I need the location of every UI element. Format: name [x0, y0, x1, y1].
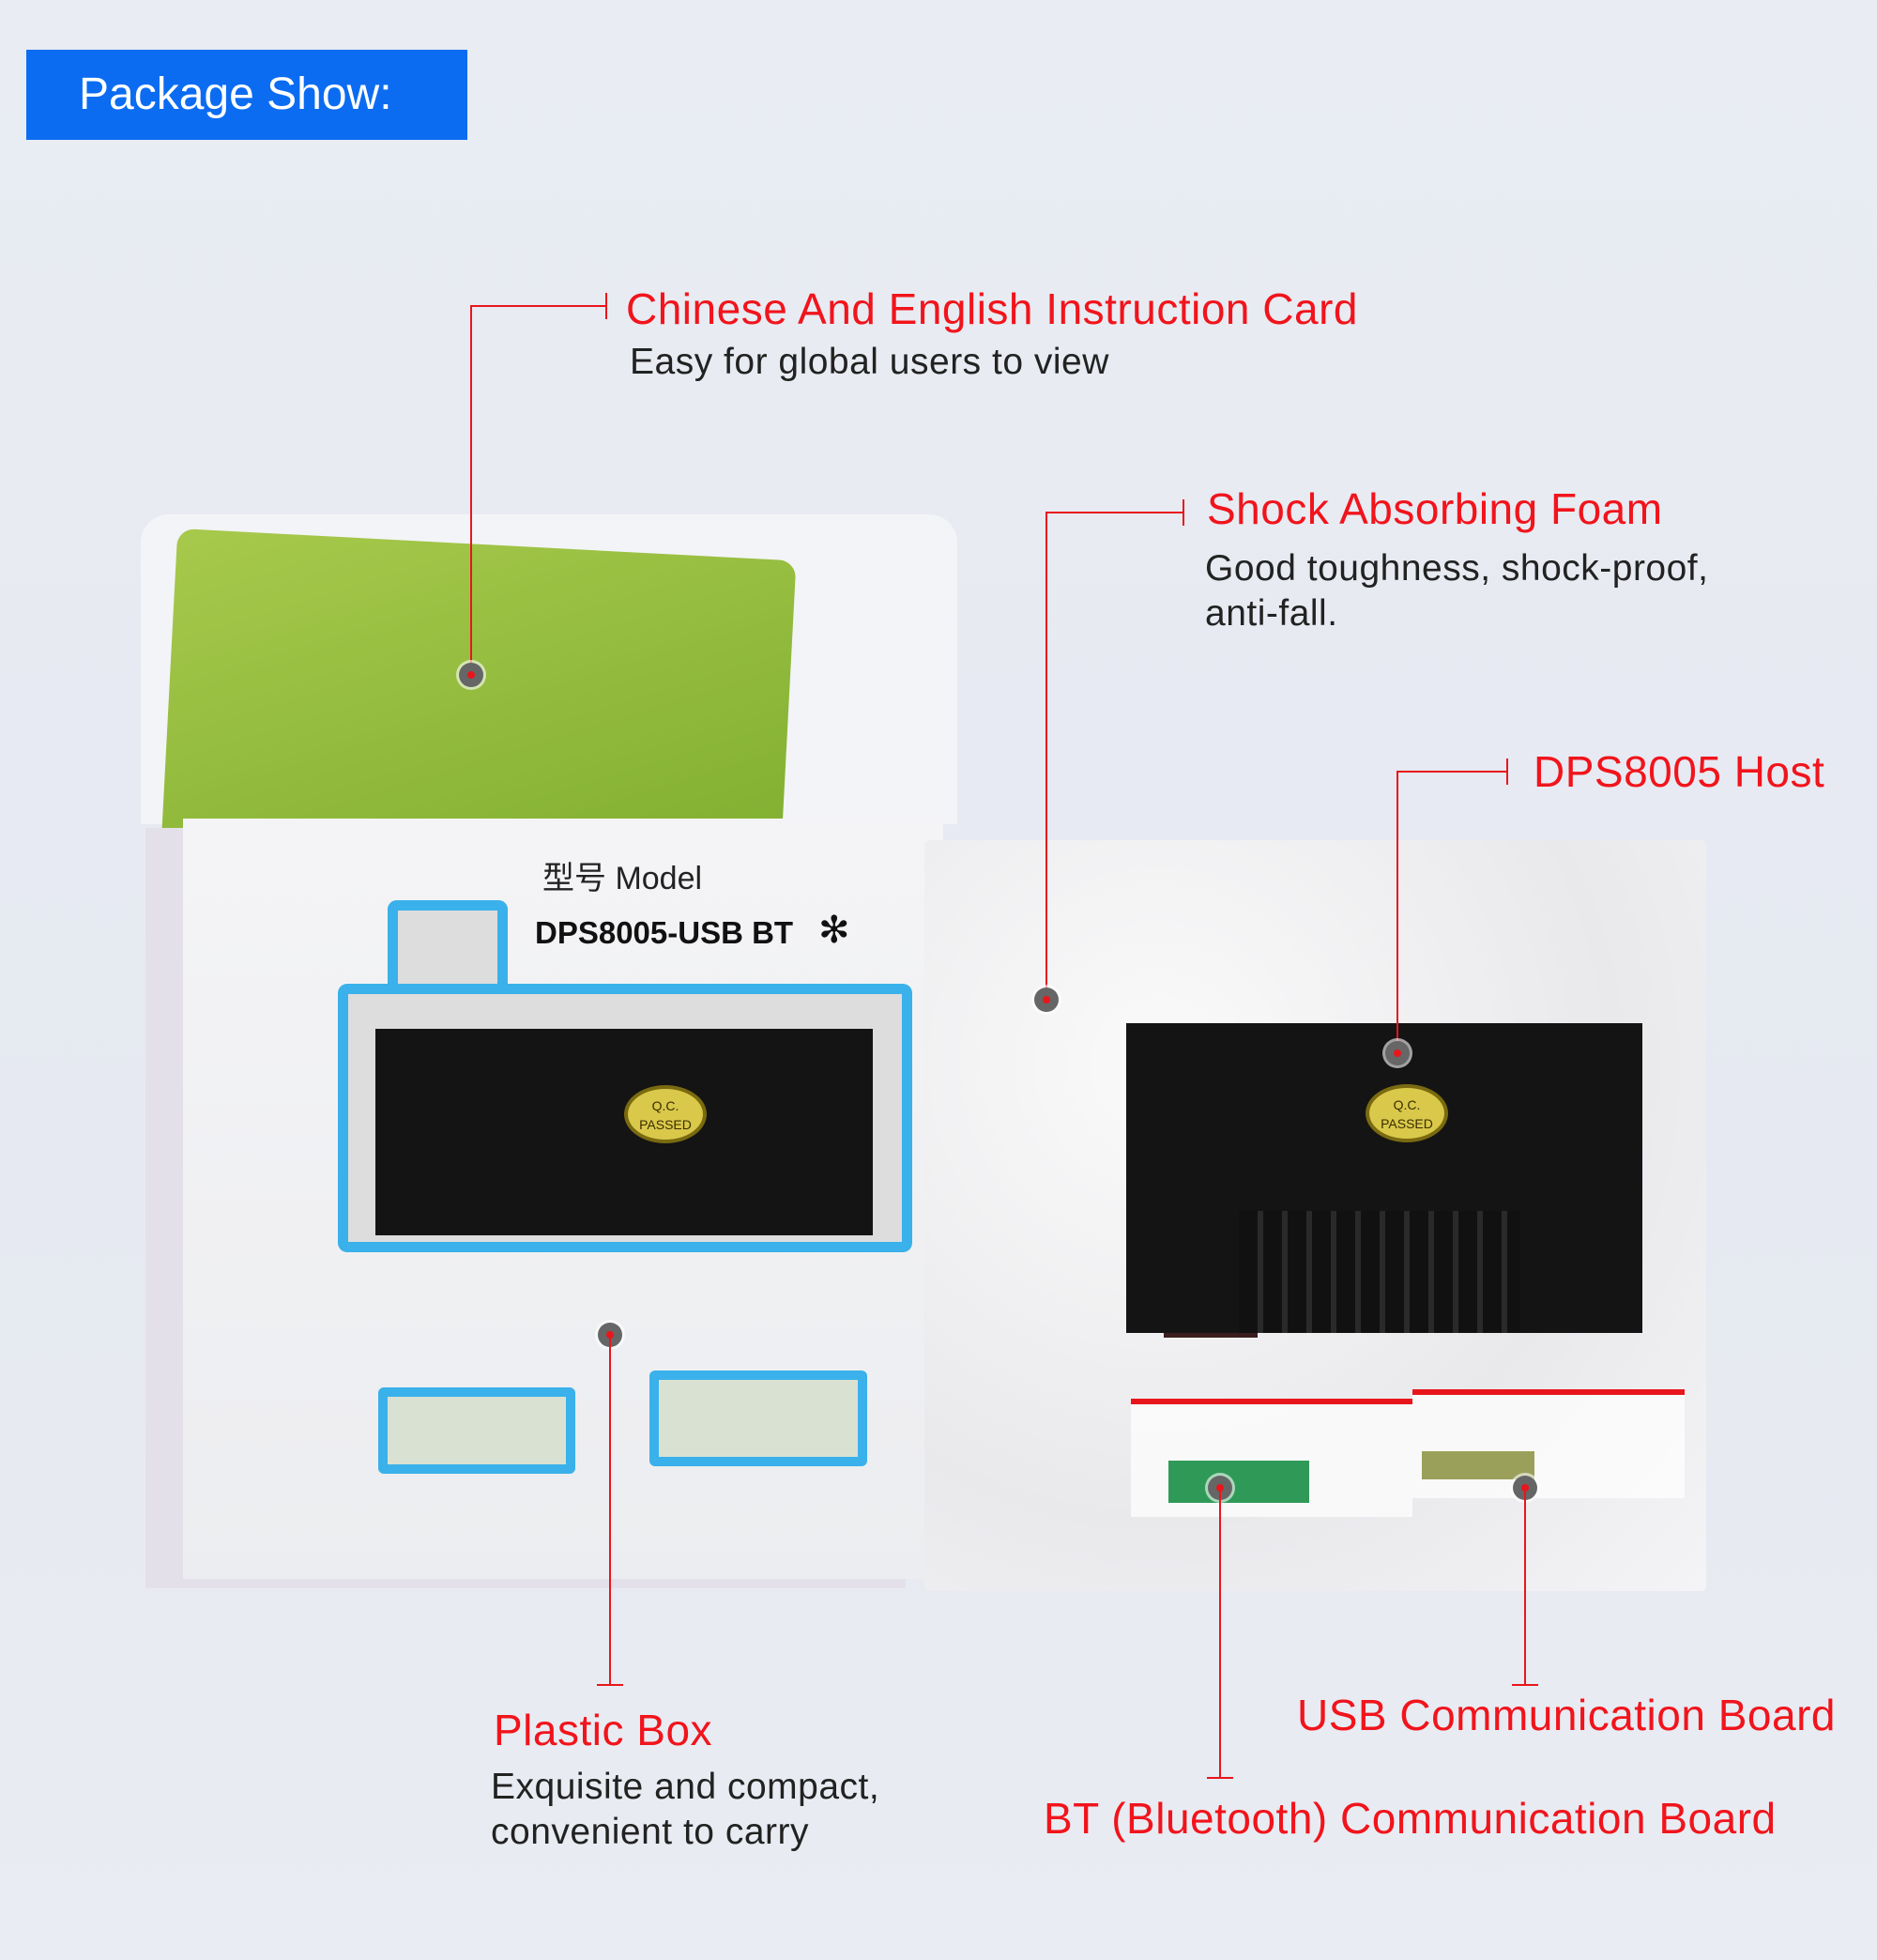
bt-board-bag [1131, 1399, 1412, 1517]
foam-title: Shock Absorbing Foam [1207, 484, 1663, 533]
bluetooth-icon: ✻ [818, 910, 850, 951]
heatsink [1239, 1211, 1520, 1333]
qc-sticker: Q.C. PASSED [624, 1085, 707, 1143]
plastic-box-desc-line: Exquisite and compact, [491, 1767, 880, 1807]
callout-line [470, 305, 472, 675]
instruction-card-desc: Easy for global users to view [630, 342, 1109, 382]
usb-board-bag [1412, 1389, 1685, 1498]
box-small-window [649, 1370, 867, 1466]
callout-line [1524, 1488, 1526, 1685]
qc-sticker: Q.C. PASSED [1366, 1084, 1448, 1142]
callout-line [1219, 1488, 1221, 1778]
usb-board-title: USB Communication Board [1297, 1691, 1836, 1739]
bt-board-title: BT (Bluetooth) Communication Board [1044, 1794, 1777, 1843]
host-device-in-box: Q.C. PASSED [375, 1029, 873, 1235]
callout-line-tick [1183, 499, 1184, 526]
bt-board [1168, 1461, 1309, 1503]
callout-dot [1034, 988, 1059, 1012]
host-title: DPS8005 Host [1534, 747, 1825, 796]
callout-dot [459, 663, 483, 687]
host-device: Q.C. PASSED [1126, 1023, 1642, 1333]
plastic-box-desc-line: convenient to carry [491, 1812, 810, 1852]
foam-desc-line: Good toughness, shock-proof, [1205, 548, 1709, 589]
foam-desc-line: anti-fall. [1205, 593, 1338, 634]
callout-line-tick [1512, 1684, 1538, 1686]
callout-line [1045, 512, 1183, 513]
box-sku-label: DPS8005-USB BT [535, 915, 794, 950]
callout-line [1045, 512, 1047, 1000]
callout-line-tick [597, 1684, 623, 1686]
box-model-label: 型号 Model [542, 861, 703, 896]
box-small-window [378, 1387, 575, 1474]
callout-dot [1385, 1041, 1410, 1065]
callout-line-tick [1207, 1777, 1233, 1779]
usb-board [1422, 1451, 1534, 1479]
callout-line-tick [1506, 758, 1508, 785]
callout-line [1396, 771, 1398, 1053]
callout-line [609, 1335, 611, 1685]
callout-line-tick [605, 293, 607, 319]
callout-line [1396, 771, 1507, 773]
plastic-box-title: Plastic Box [494, 1706, 713, 1754]
callout-line [470, 305, 606, 307]
section-header: Package Show: [26, 50, 467, 140]
instruction-card-title: Chinese And English Instruction Card [626, 284, 1358, 333]
